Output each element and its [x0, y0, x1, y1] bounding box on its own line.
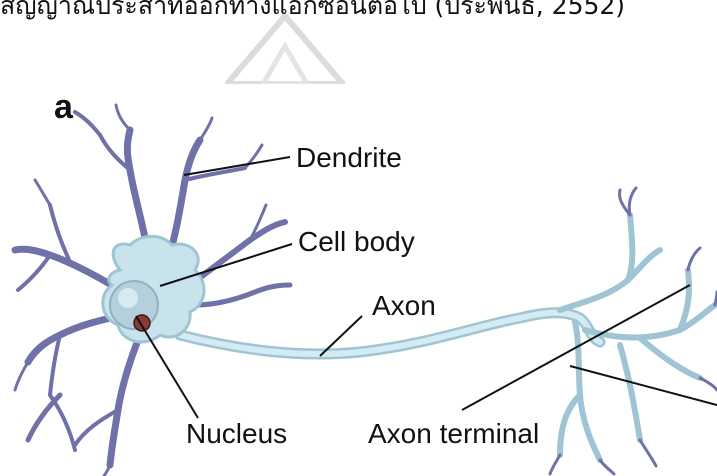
label-cell-body: Cell body	[298, 226, 415, 258]
axon-terminal-branches	[560, 215, 715, 460]
axon-terminal-leader-2	[570, 366, 717, 405]
label-dendrite: Dendrite	[296, 142, 402, 174]
label-axon: Axon	[372, 290, 436, 322]
label-nucleus: Nucleus	[186, 418, 287, 450]
label-axon-terminal: Axon terminal	[368, 418, 539, 450]
dendrite-leader	[184, 157, 290, 175]
